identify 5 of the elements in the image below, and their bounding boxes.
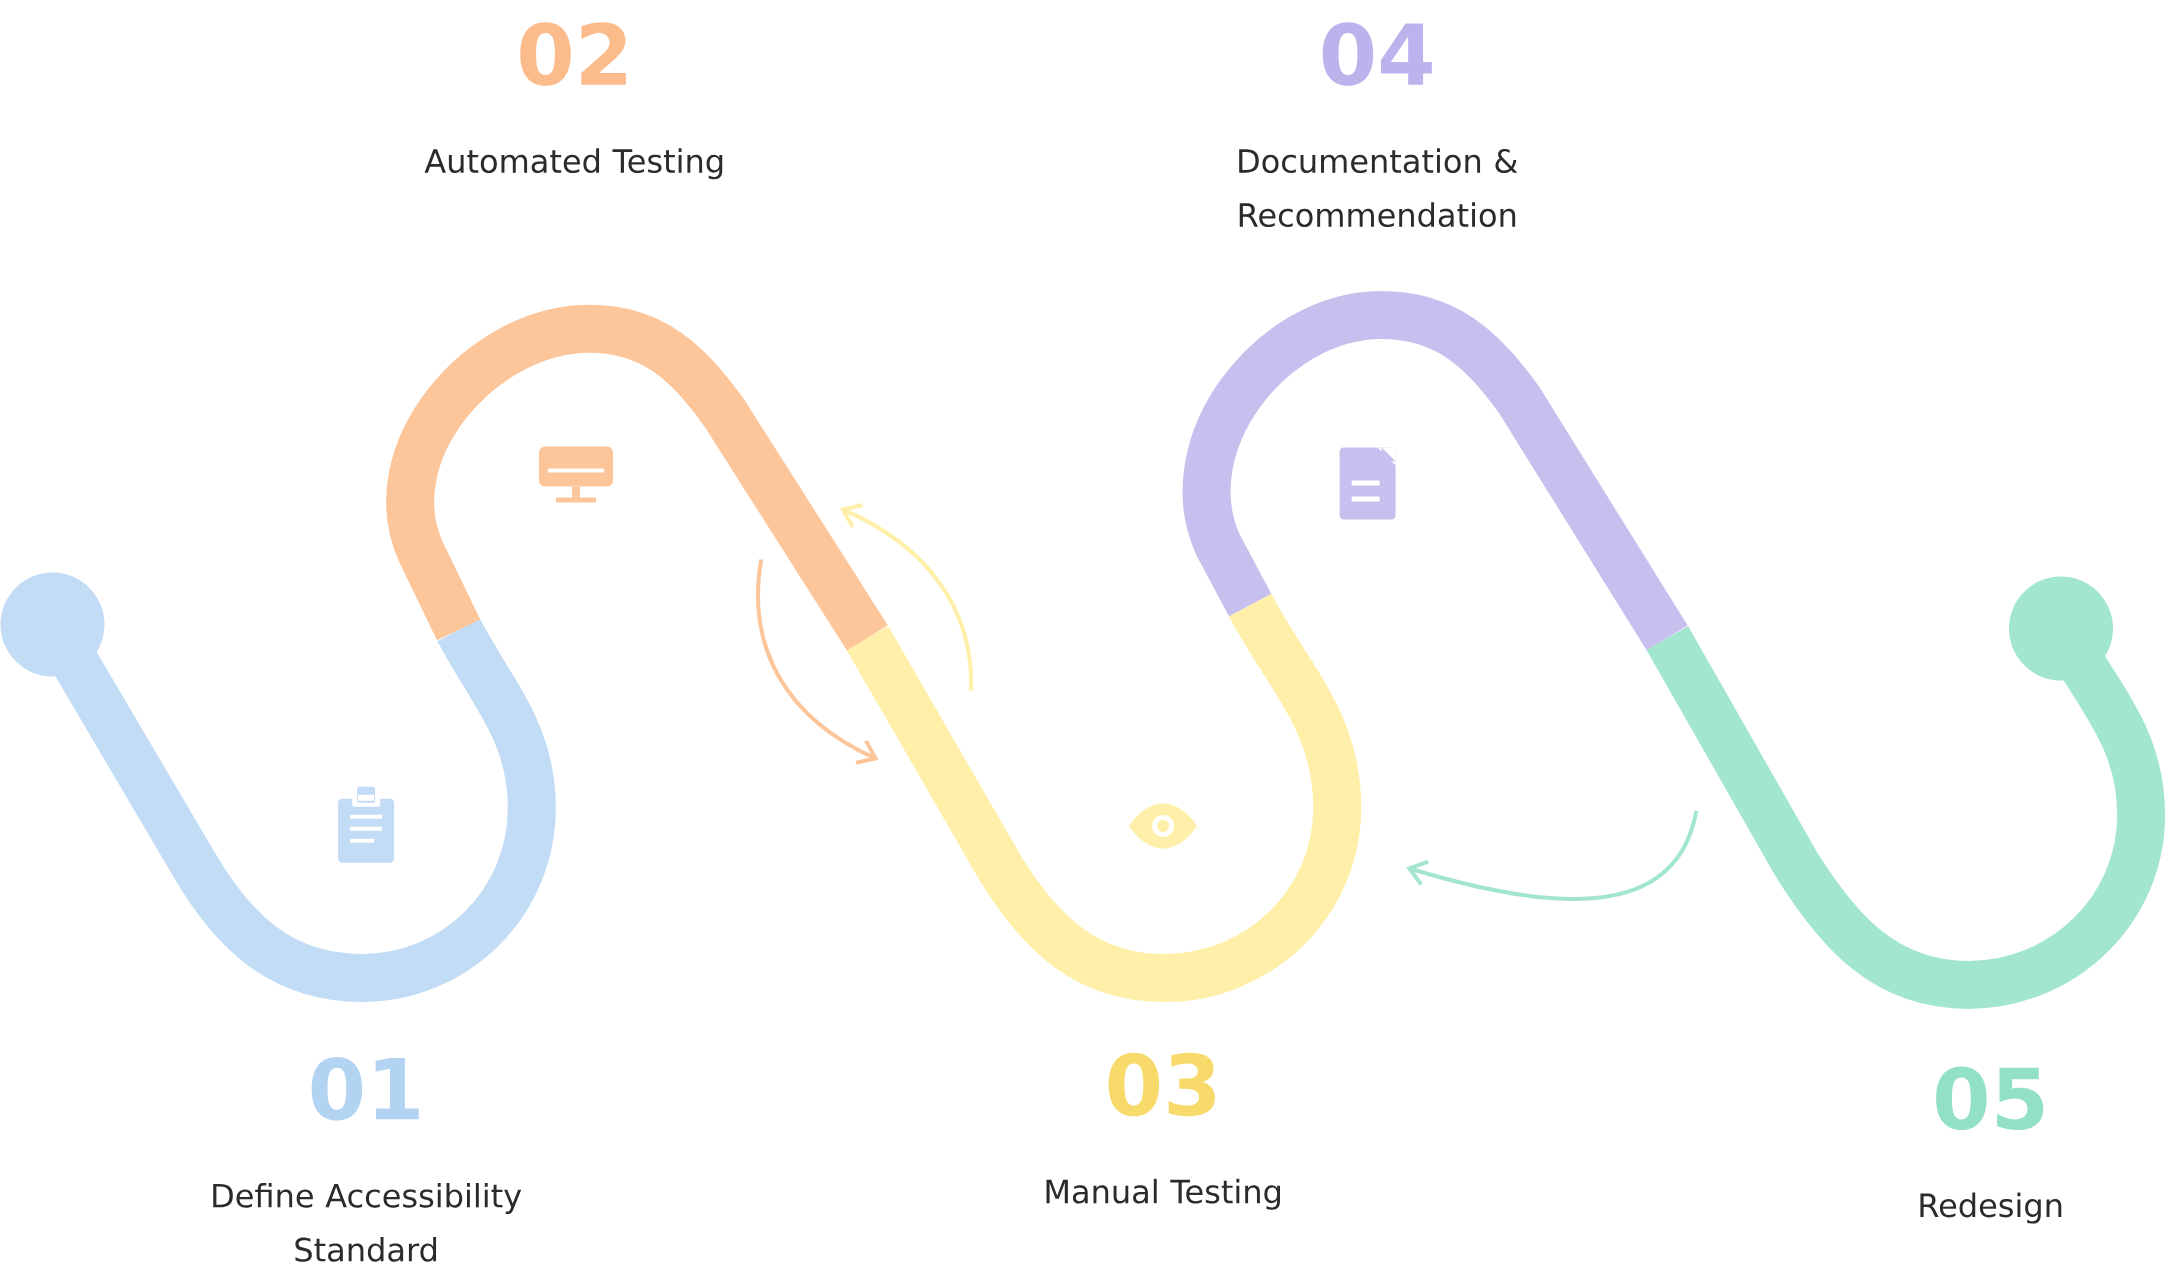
step-label: 02 Automated Testing <box>424 22 723 180</box>
step-label: 01 Define Accessibility Standard <box>213 1057 522 1262</box>
step-label: 03 Manual Testing <box>1046 1052 1280 1210</box>
step-label: 04 Documentation & Recommendation <box>1239 22 1518 228</box>
step-label: 05 Redesign <box>1920 1066 2062 1224</box>
